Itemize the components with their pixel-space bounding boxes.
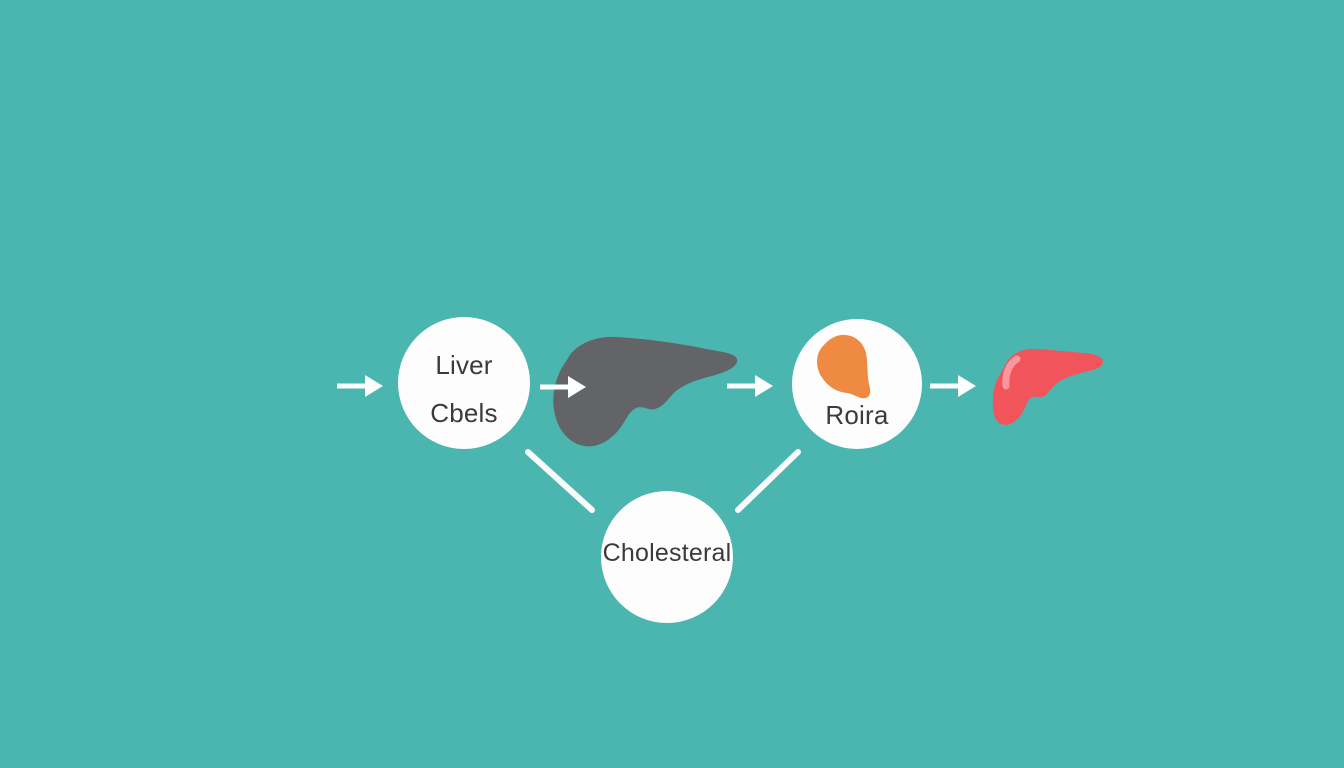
roira-label: Roira <box>825 400 889 430</box>
liver-icon <box>992 348 1103 425</box>
liver-cells-label-line2: Cbels <box>430 398 498 428</box>
arrow-right-icon-2 <box>540 376 586 398</box>
connector-line-right <box>735 449 801 513</box>
arrow-right-icon-1 <box>337 375 383 397</box>
liver-silhouette-icon <box>553 336 738 447</box>
liver-icon-highlight <box>1002 355 1021 390</box>
connector-line-left <box>525 449 595 513</box>
arrow-right-icon-4 <box>930 375 976 397</box>
arrow-right-icon-3 <box>727 375 773 397</box>
liver-cells-label-line1: Liver <box>435 350 493 380</box>
cholesterol-label: Cholesteral <box>602 539 732 567</box>
node-circle-cholesterol <box>601 491 733 623</box>
node-circle-liver-cells <box>398 317 530 449</box>
organ-blob-icon <box>817 334 871 399</box>
